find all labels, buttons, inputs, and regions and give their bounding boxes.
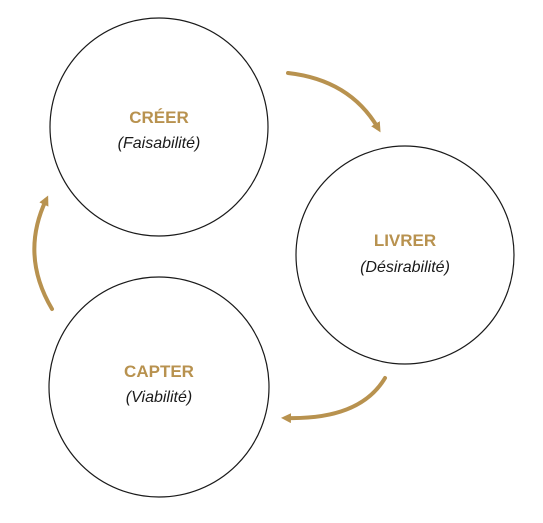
- node-capter: CAPTER (Viabilité): [48, 276, 270, 498]
- node-livrer-subtitle: (Désirabilité): [360, 259, 450, 276]
- node-creer-circle: [49, 17, 269, 237]
- node-capter-title: CAPTER: [124, 362, 194, 381]
- node-capter-subtitle: (Viabilité): [126, 389, 192, 406]
- arrow-capter-to-creer: [32, 195, 54, 311]
- node-creer: CRÉER (Faisabilité): [49, 17, 269, 237]
- node-livrer-circle: [295, 145, 515, 365]
- node-livrer: LIVRER (Désirabilité): [295, 145, 515, 365]
- node-capter-circle: [48, 276, 270, 498]
- arrow-livrer-to-capter: [281, 376, 387, 424]
- node-livrer-title: LIVRER: [374, 231, 436, 250]
- arrow-creer-to-livrer: [286, 71, 381, 133]
- node-creer-subtitle: (Faisabilité): [118, 135, 201, 152]
- node-creer-title: CRÉER: [129, 108, 189, 127]
